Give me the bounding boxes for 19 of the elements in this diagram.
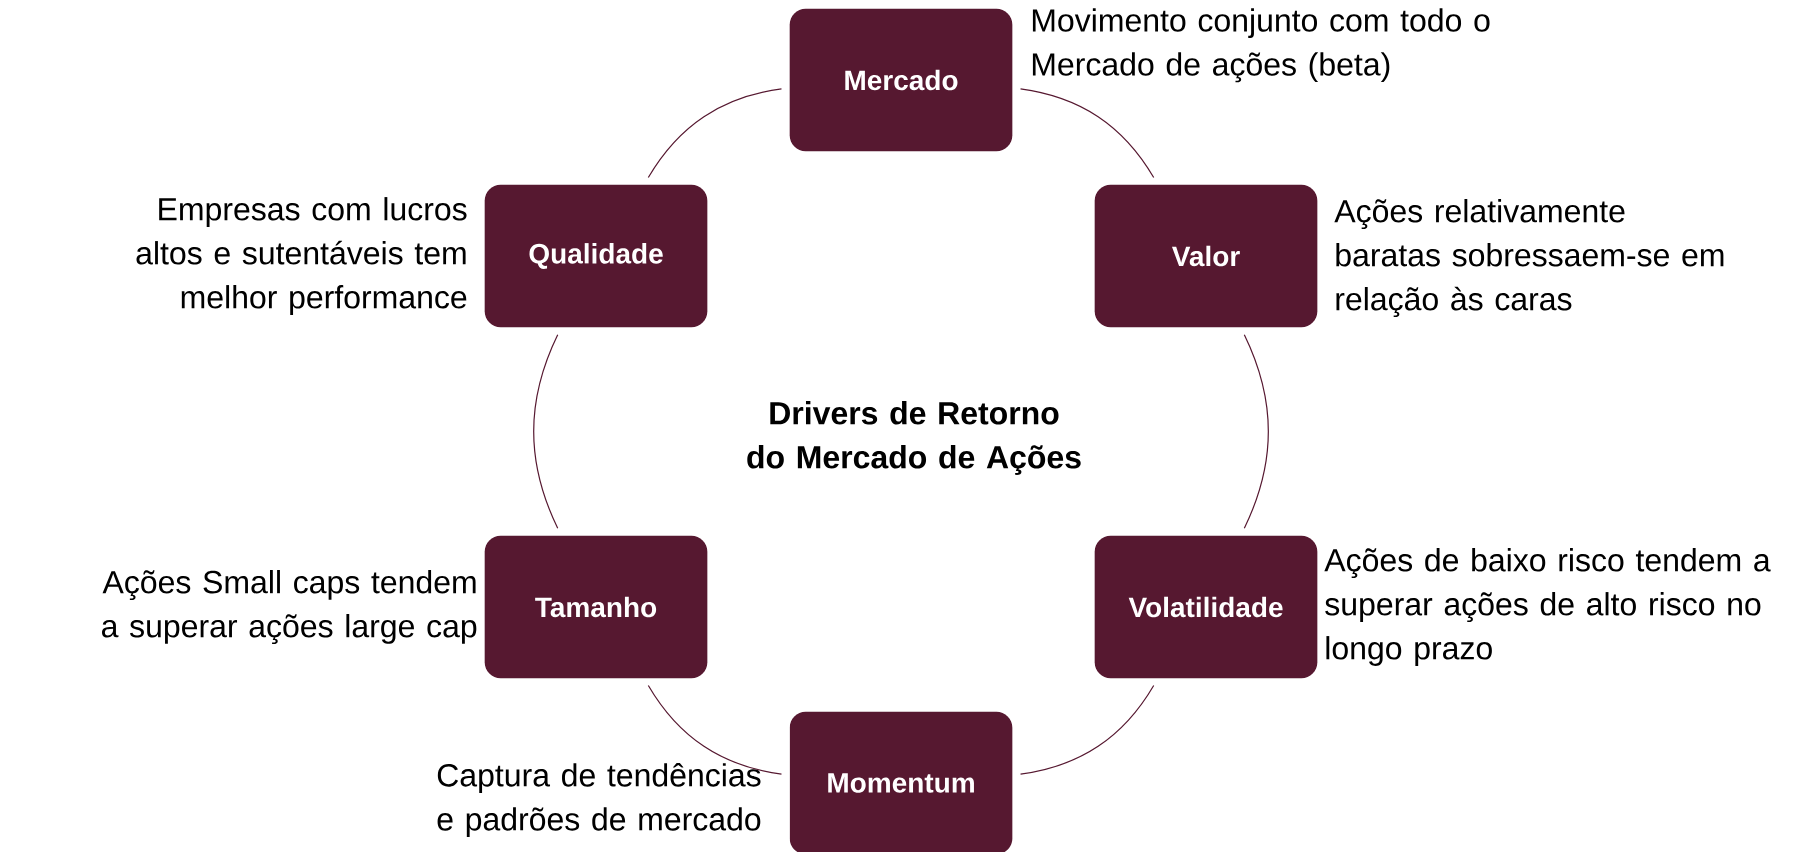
description-text: Captura de tendências e padrões de mercado <box>437 763 761 837</box>
connector-arc <box>1019 88 1155 179</box>
factor-box: Valor <box>1094 184 1318 328</box>
description-text: Empresas com lucros altos e sutentáveis tem melhor performance <box>136 197 467 315</box>
factor-box: Mercado <box>789 8 1013 152</box>
description-text: Ações de baixo risco tendem a superar ações de alto risco no longo prazo <box>1324 548 1771 666</box>
factor-box: Tamanho <box>484 535 708 679</box>
connector-arc <box>647 88 783 179</box>
connector-arc <box>533 334 559 529</box>
description-text: Ações relativamente baratas sobressaem-se em relação às caras <box>1334 199 1724 317</box>
description-text: Movimento conjunto com todo o Mercado de ações (beta) <box>1032 8 1490 83</box>
factor-box: Momentum <box>789 711 1013 852</box>
description-text: Ações Small caps tendem a superar ações large cap <box>102 570 477 644</box>
factor-box: Volatilidade <box>1094 535 1318 679</box>
connector-arc <box>1019 684 1155 775</box>
center-title: Drivers de Retorno do Mercado de Ações <box>747 401 1081 475</box>
connector-arc <box>647 684 783 775</box>
factor-box: Qualidade <box>484 184 708 328</box>
connector-arc <box>1243 334 1269 529</box>
